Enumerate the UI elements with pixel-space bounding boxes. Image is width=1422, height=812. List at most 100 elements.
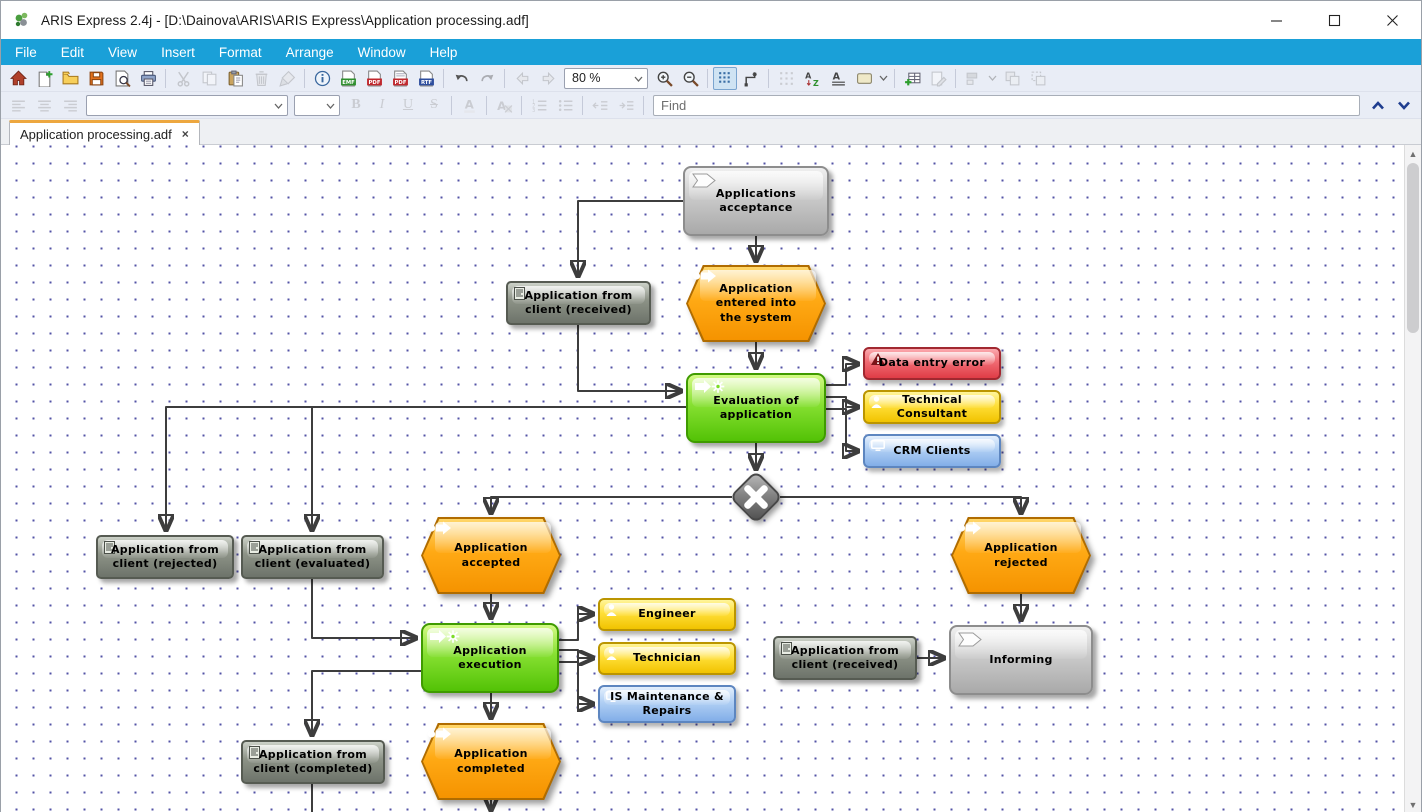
group-button[interactable] (1000, 67, 1024, 90)
node-application-from-client-received[interactable]: Application from client (received) (506, 281, 651, 325)
connector-line[interactable] (312, 670, 421, 735)
forward-button[interactable] (536, 67, 560, 90)
connector-line[interactable] (559, 614, 593, 641)
undo-button[interactable] (449, 67, 473, 90)
outdent-button[interactable] (588, 94, 612, 117)
node-evaluation-of-application[interactable]: Evaluation of application (686, 373, 826, 443)
format-painter-button[interactable] (275, 67, 299, 90)
scroll-up-arrow-icon[interactable]: ▲ (1408, 149, 1418, 159)
node-xor-gateway[interactable] (729, 470, 783, 524)
back-button[interactable] (510, 67, 534, 90)
home-button[interactable] (6, 67, 30, 90)
node-application-entered-into-the-system[interactable]: Application entered into the system (686, 265, 826, 342)
font-color-button[interactable]: A (457, 94, 481, 117)
ungroup-button[interactable] (1026, 67, 1050, 90)
model-properties-button[interactable] (926, 67, 950, 90)
align-caret[interactable] (986, 68, 999, 89)
attribute-placement-button[interactable]: A (826, 67, 850, 90)
connector-line[interactable] (311, 579, 416, 638)
new-model-button[interactable] (32, 67, 56, 90)
tab-close-icon[interactable]: × (181, 127, 189, 141)
align-left-button[interactable] (6, 94, 30, 117)
select-elements-button[interactable] (774, 67, 798, 90)
fill-color-caret[interactable] (877, 68, 890, 89)
menu-edit[interactable]: Edit (60, 44, 85, 60)
align-center-button[interactable] (32, 94, 56, 117)
node-application-execution[interactable]: Application execution (421, 623, 559, 693)
node-is-maintenance-repairs[interactable]: IS Maintenance & Repairs (598, 685, 736, 723)
node-application-from-client-evaluated[interactable]: Application from client (evaluated) (241, 535, 384, 579)
menu-insert[interactable]: Insert (161, 44, 195, 60)
clear-formatting-button[interactable]: A (492, 94, 516, 117)
connector-line[interactable] (577, 325, 681, 391)
font-family-select[interactable] (86, 94, 288, 116)
close-button[interactable] (1363, 1, 1421, 39)
node-technical-consultant[interactable]: Technical Consultant (863, 390, 1001, 424)
copy-button[interactable] (197, 67, 221, 90)
menu-window[interactable]: Window (357, 44, 406, 60)
node-applications-acceptance[interactable]: Applications acceptance (683, 166, 829, 236)
node-application-from-client-rejected[interactable]: Application from client (rejected) (96, 535, 234, 579)
underline-button[interactable]: U (396, 94, 420, 117)
cut-button[interactable] (171, 67, 195, 90)
indent-button[interactable] (614, 94, 638, 117)
export-emf-button[interactable]: EMF (336, 67, 360, 90)
strikethrough-button[interactable]: S (422, 94, 446, 117)
node-application-from-client-completed[interactable]: Application from client (completed) (241, 740, 385, 784)
menu-format[interactable]: Format (218, 44, 262, 60)
align-right-button[interactable] (58, 94, 82, 117)
node-application-accepted[interactable]: Application accepted (421, 517, 561, 594)
node-application-from-client-received-2[interactable]: Application from client (received) (773, 636, 917, 680)
bold-button[interactable]: B (344, 94, 368, 117)
connector-line[interactable] (559, 661, 593, 704)
redo-button[interactable] (475, 67, 499, 90)
maximize-button[interactable] (1305, 1, 1363, 39)
italic-button[interactable]: I (370, 94, 394, 117)
node-application-completed[interactable]: Application completed (421, 723, 561, 800)
connector-line[interactable] (559, 649, 593, 658)
export-pdf-button[interactable]: PDF (362, 67, 386, 90)
paste-button[interactable] (223, 67, 247, 90)
node-informing[interactable]: Informing (949, 625, 1093, 695)
node-application-rejected[interactable]: Application rejected (951, 517, 1091, 594)
node-data-entry-error[interactable]: Data entry error (863, 347, 1001, 380)
connector-line[interactable] (826, 396, 858, 407)
find-previous-button[interactable] (1366, 94, 1390, 117)
scroll-down-arrow-icon[interactable]: ▼ (1408, 800, 1418, 810)
smart-routing-button[interactable] (739, 67, 763, 90)
zoom-level-select[interactable]: 80 % (564, 67, 648, 89)
connector-line[interactable] (826, 364, 858, 386)
menu-file[interactable]: File (15, 44, 37, 60)
connector-line[interactable] (491, 496, 732, 513)
zoom-out-button[interactable] (678, 67, 702, 90)
zoom-in-button[interactable] (652, 67, 676, 90)
node-engineer[interactable]: Engineer (598, 598, 736, 631)
open-button[interactable] (58, 67, 82, 90)
find-next-button[interactable] (1392, 94, 1416, 117)
find-input[interactable] (653, 94, 1360, 116)
connector-line[interactable] (780, 496, 1021, 513)
print-button[interactable] (136, 67, 160, 90)
print-preview-button[interactable] (110, 67, 134, 90)
connector-line[interactable] (578, 200, 683, 276)
menu-help[interactable]: Help (429, 44, 458, 60)
tab-application-processing[interactable]: Application processing.adf × (9, 120, 200, 145)
save-button[interactable] (84, 67, 108, 90)
menu-arrange[interactable]: Arrange (285, 44, 334, 60)
grid-toggle-button[interactable] (713, 66, 737, 90)
node-technician[interactable]: Technician (598, 642, 736, 675)
font-size-select[interactable] (294, 94, 340, 116)
menu-view[interactable]: View (108, 44, 138, 60)
scrollbar-thumb[interactable] (1407, 163, 1419, 333)
fill-color-button[interactable] (852, 67, 876, 90)
vertical-scrollbar[interactable]: ▲ ▼ (1404, 145, 1421, 812)
minimize-button[interactable] (1247, 1, 1305, 39)
connector-line[interactable] (166, 406, 686, 530)
connector-line[interactable] (826, 408, 858, 451)
add-symbols-button[interactable] (900, 67, 924, 90)
delete-button[interactable] (249, 67, 273, 90)
node-crm-clients[interactable]: CRM Clients (863, 434, 1001, 468)
